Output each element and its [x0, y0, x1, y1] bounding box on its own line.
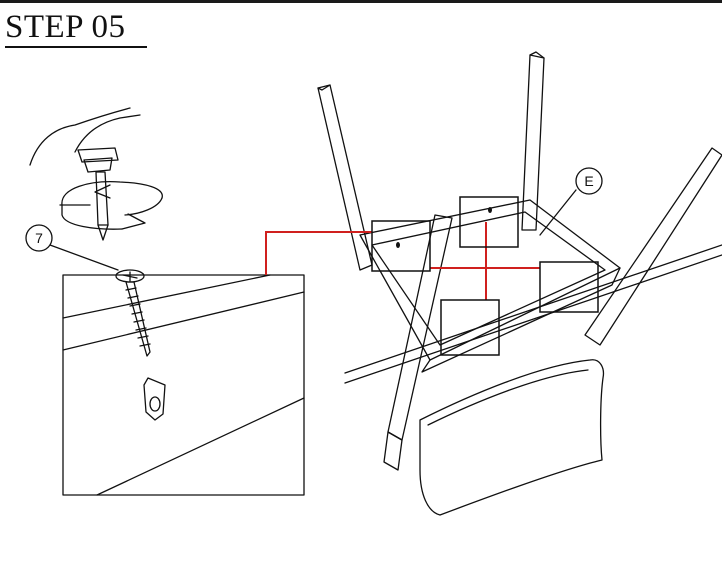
rotation-arrow-icon [59, 181, 163, 230]
step-title: STEP 05 [5, 9, 126, 45]
hand-with-screwdriver [29, 107, 141, 241]
red-leader-lines [265, 222, 540, 300]
callout-label-E: E [584, 173, 593, 189]
highlight-box-3 [539, 261, 599, 313]
screw-icon [115, 269, 151, 357]
screw-plug-icon [143, 377, 166, 421]
highlight-box-4 [440, 299, 500, 356]
detail-box [62, 274, 305, 496]
callout-circle-7 [25, 224, 53, 252]
callout-leader-E [539, 189, 577, 236]
chair-backrest [419, 359, 605, 516]
callout-circle-E [575, 167, 603, 195]
chair-leg-back-right [521, 51, 545, 231]
chair-leg-front-right [584, 147, 722, 346]
callout-leader-7 [49, 244, 119, 271]
top-rule [0, 0, 722, 3]
highlight-box-1 [371, 220, 431, 272]
callout-label-7: 7 [35, 230, 43, 246]
step-title-underline [5, 46, 147, 48]
highlight-box-2 [459, 196, 519, 248]
seat-frame [359, 199, 621, 373]
